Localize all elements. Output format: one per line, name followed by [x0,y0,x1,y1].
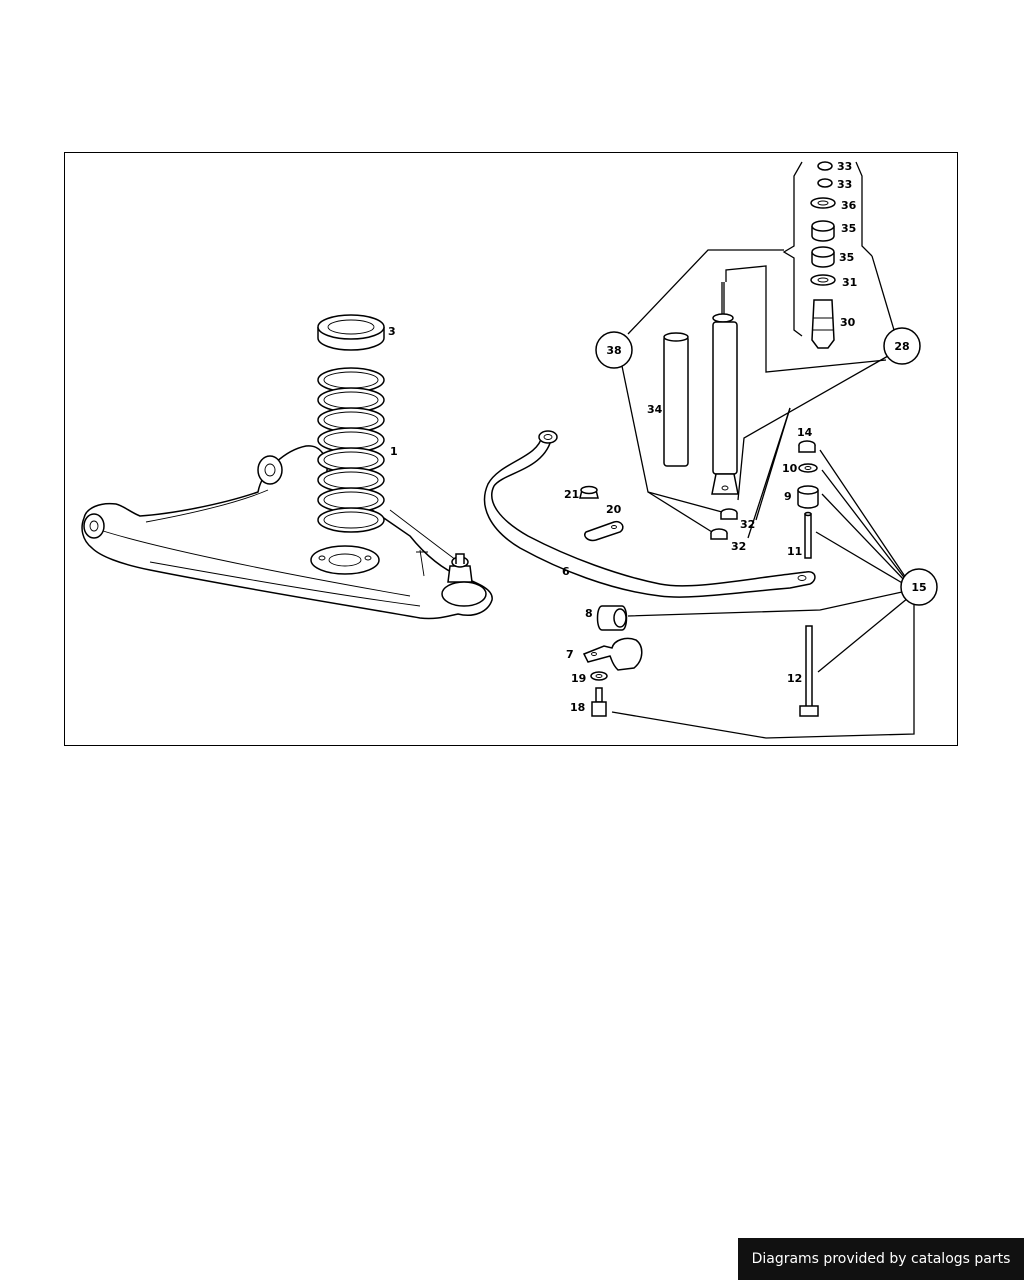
part-label-32a: 32 [740,518,755,531]
shock-absorber [711,282,739,495]
part-label-35b: 35 [839,251,854,264]
part-label-6: 6 [562,565,570,578]
part-label-36: 36 [841,199,857,212]
part-label-8: 8 [585,607,593,620]
callout-circles: 38 28 15 [595,327,938,606]
part-label-31: 31 [842,276,857,289]
callout-28: 28 [894,340,909,353]
stabilizer-bar [483,430,816,598]
callout-leaders [611,161,915,739]
credit-badge: Diagrams provided by catalogs parts [738,1238,1024,1280]
callout-28-circle [883,327,921,365]
callout-38: 38 [606,344,621,357]
part-label-11: 11 [787,545,802,558]
part-label-21: 21 [564,488,579,501]
lower-control-arm [81,445,493,620]
part-label-3: 3 [388,325,396,338]
part-label-9: 9 [784,490,792,503]
hardware [579,440,819,717]
top-mount-stack [810,161,836,349]
part-label-33a: 33 [837,160,852,173]
part-label-14: 14 [797,426,813,439]
part-label-32b: 32 [731,540,746,553]
part-label-18: 18 [570,701,585,714]
coil-spring [317,367,385,533]
part-label-7: 7 [566,648,574,661]
callout-38-circle [595,331,633,369]
credit-text: Diagrams provided by catalogs parts [751,1251,1011,1267]
part-label-20: 20 [606,503,622,516]
part-label-1: 1 [390,445,398,458]
part-label-34: 34 [647,403,663,416]
part-labels: 1 3 6 7 8 9 10 11 12 14 18 19 20 21 30 3… [388,160,857,714]
part-label-30: 30 [840,316,856,329]
part-label-35a: 35 [841,222,856,235]
part-label-12: 12 [787,672,802,685]
protective-tube [663,332,689,467]
callout-15-circle [900,568,938,606]
part-label-19: 19 [571,672,586,685]
callout-15: 15 [911,581,926,594]
part-label-10: 10 [782,462,798,475]
part-label-33b: 33 [837,178,852,191]
spring-pad [317,314,385,351]
